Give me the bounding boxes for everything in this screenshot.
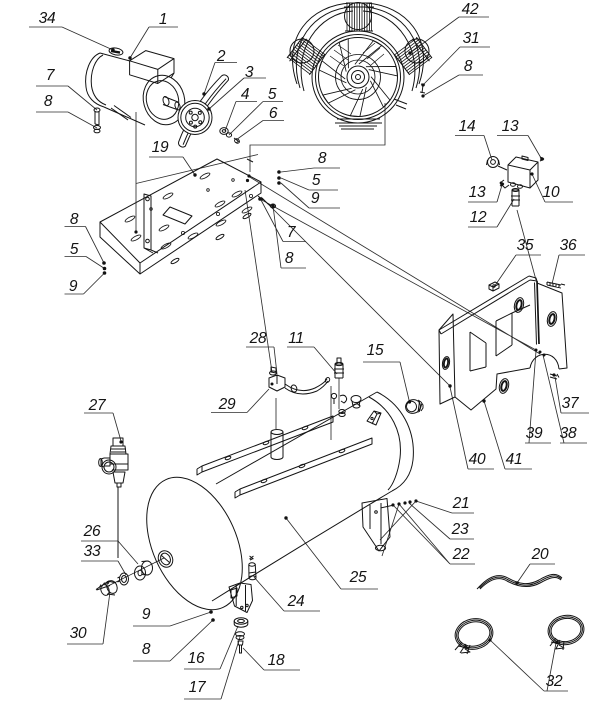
svg-text:13: 13 (502, 118, 519, 135)
svg-text:25: 25 (349, 569, 367, 586)
svg-text:10: 10 (543, 184, 560, 201)
svg-text:21: 21 (452, 495, 470, 512)
svg-text:3: 3 (245, 64, 254, 81)
svg-text:36: 36 (560, 237, 577, 254)
svg-text:26: 26 (83, 523, 101, 540)
svg-text:37: 37 (562, 395, 580, 412)
svg-text:11: 11 (288, 330, 304, 347)
svg-text:2: 2 (216, 48, 226, 65)
svg-text:23: 23 (451, 521, 469, 538)
svg-text:16: 16 (188, 650, 205, 667)
svg-text:38: 38 (560, 425, 577, 442)
svg-text:18: 18 (268, 652, 285, 669)
svg-text:20: 20 (531, 546, 549, 563)
svg-text:31: 31 (463, 30, 480, 47)
svg-text:5: 5 (70, 241, 79, 258)
svg-text:7: 7 (287, 224, 297, 241)
svg-text:12: 12 (470, 209, 487, 226)
svg-text:9: 9 (69, 278, 78, 295)
svg-text:8: 8 (44, 93, 53, 110)
svg-text:4: 4 (241, 86, 250, 103)
svg-text:40: 40 (469, 451, 486, 468)
svg-text:27: 27 (88, 397, 107, 414)
svg-text:19: 19 (152, 139, 169, 156)
svg-text:30: 30 (70, 625, 87, 642)
svg-text:9: 9 (311, 190, 320, 207)
svg-text:9: 9 (142, 606, 151, 623)
svg-text:6: 6 (269, 105, 278, 122)
svg-text:34: 34 (39, 10, 56, 27)
svg-text:8: 8 (464, 58, 473, 75)
svg-text:24: 24 (287, 593, 305, 610)
svg-text:1: 1 (159, 11, 167, 28)
svg-text:42: 42 (462, 1, 479, 18)
svg-text:8: 8 (142, 641, 151, 658)
svg-text:5: 5 (312, 172, 321, 189)
svg-text:33: 33 (84, 543, 101, 560)
svg-text:28: 28 (249, 330, 267, 347)
svg-text:8: 8 (285, 250, 294, 267)
svg-text:7: 7 (46, 67, 56, 84)
svg-text:8: 8 (318, 150, 327, 167)
svg-text:15: 15 (367, 342, 384, 359)
svg-text:17: 17 (189, 679, 207, 696)
svg-text:29: 29 (218, 396, 236, 413)
svg-text:32: 32 (546, 673, 563, 690)
svg-text:35: 35 (517, 237, 534, 254)
svg-text:8: 8 (70, 211, 79, 228)
svg-text:41: 41 (506, 451, 523, 468)
svg-text:39: 39 (526, 425, 543, 442)
svg-text:14: 14 (459, 118, 476, 135)
svg-text:13: 13 (469, 184, 486, 201)
svg-text:5: 5 (268, 86, 277, 103)
svg-text:22: 22 (452, 546, 470, 563)
